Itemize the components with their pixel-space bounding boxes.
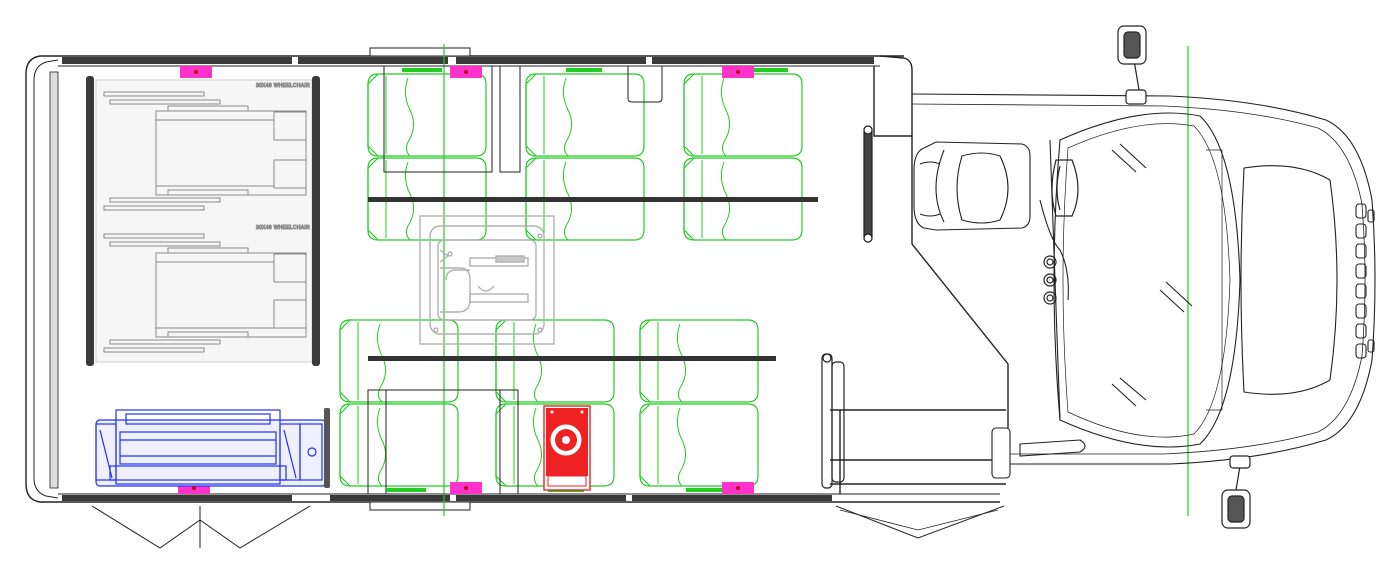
seat-bar-bottom bbox=[368, 356, 776, 361]
wheelchair-area bbox=[86, 76, 320, 366]
reference-lines bbox=[443, 44, 1189, 516]
bench-seat-icon bbox=[339, 319, 459, 487]
fire-extinguisher-icon bbox=[543, 405, 591, 491]
wheelchair-label: 30X48 WHEELCHAIR bbox=[256, 225, 310, 231]
seat-frame-top bbox=[383, 65, 663, 173]
steering-wheel-icon bbox=[1043, 159, 1079, 305]
floor-anchor-icon bbox=[450, 482, 482, 494]
bench-seat-icon bbox=[367, 73, 487, 241]
wheelchair-position-icon: 30X48 WHEELCHAIR bbox=[103, 83, 310, 211]
floor-anchor-icon bbox=[722, 482, 754, 494]
side-mirror-icon bbox=[1117, 25, 1147, 105]
seat-bar-top bbox=[368, 197, 818, 202]
grille bbox=[1355, 203, 1375, 359]
floor-anchor-icon bbox=[722, 66, 754, 78]
bench-seat-icon bbox=[683, 73, 803, 241]
seat-frame-bottom bbox=[367, 389, 519, 495]
lift-post bbox=[324, 408, 330, 488]
wheelchair-label: 30X48 WHEELCHAIR bbox=[256, 83, 310, 89]
floor-anchor-icon bbox=[450, 66, 482, 78]
side-mirror-icon bbox=[1221, 455, 1251, 529]
cab-outline bbox=[911, 93, 1376, 479]
wheelchair-lift-icon bbox=[95, 409, 327, 487]
bench-seat-icon bbox=[639, 319, 759, 487]
floor-anchor-icon bbox=[180, 66, 212, 78]
grab-rails bbox=[821, 125, 873, 489]
driver-seat-icon bbox=[913, 141, 1031, 231]
bench-seat-icon bbox=[525, 73, 645, 241]
roof-hatch-icon bbox=[419, 215, 555, 345]
wheelchair-position-icon: 30X48 WHEELCHAIR bbox=[103, 225, 310, 353]
